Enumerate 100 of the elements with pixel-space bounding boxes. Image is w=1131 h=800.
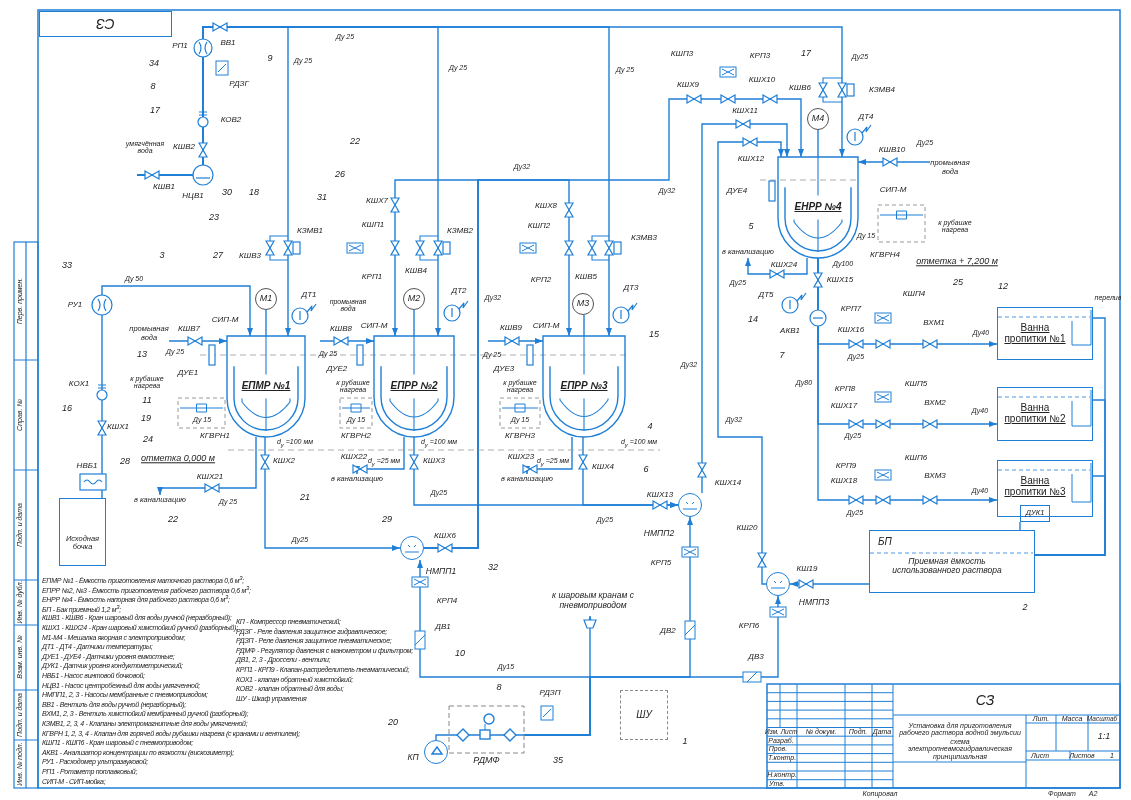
callout-number: 6 [643,465,649,475]
equipment-tag: КШВ5 [575,272,597,282]
pipe-line [1019,521,1021,531]
pipe-line [487,338,544,344]
pipe-line [101,285,253,499]
callout-number: 20 [388,718,398,728]
bath-name: Ванна пропитки №2 [1003,402,1067,424]
callout-number: 12 [998,282,1008,292]
equipment-tag: ДУЕ3 [493,364,515,374]
callout-number: 32 [488,563,498,573]
callout-number: 3 [159,251,165,261]
equipment-tag: КРП3 [749,51,771,61]
callout-number: 34 [149,59,159,69]
equipment-tag: СИП-М [211,315,239,325]
equipment-tag: ДТ3 [623,283,639,293]
equipment-tag: КРП8 [834,384,856,394]
pipe-line [264,436,401,551]
equipment-tag: КРП5 [650,558,672,568]
callout-number: 19 [141,414,151,424]
equipment-tag: СИП-М [532,321,560,331]
pipe-line [717,141,784,585]
tank-name: ЕНРР №4 [793,200,843,212]
equipment-tag: КШХ12 [737,154,765,164]
equipment-tag: СИП-М [879,185,907,195]
equipment-tag: КОВ2 [220,115,242,125]
callout-number: 22 [350,137,360,147]
pipe-line [817,257,998,503]
tank [778,157,858,258]
equipment-tag: КГВРН3 [505,431,535,441]
callout-number: 15 [649,330,659,340]
pipe-line [319,338,375,344]
motor-code: М1 [258,294,274,304]
motor-code: М3 [575,299,591,309]
equipment-tag: КШХ15 [826,275,854,285]
equipment-tag: ДУЕ2 [326,364,348,374]
equipment-tag: КШП6 [904,453,928,463]
equipment-tag: РУ1 [67,300,83,310]
cabinet-code: ШУ [635,709,654,720]
equipment-tag: КШП4 [902,289,926,299]
equipment-tag: ДВ3 [748,652,764,662]
tank-name: ЕПМР №1 [240,379,292,391]
equipment-tag: КШВ4 [405,266,427,276]
equipment-tag: КШХ14 [714,478,742,488]
bath-name: Ванна пропитки №3 [1003,475,1067,497]
callout-number: 8 [496,683,502,693]
equipment-tag: КРП9 [835,461,857,471]
equipment-tag: КШХ10 [748,75,776,85]
callout-number: 33 [62,261,72,271]
title-block-text: СЗ [975,692,995,708]
pipe-line [524,436,573,475]
equipment-tag: КШХ4 [592,462,614,472]
equipment-tag: ВХМ3 [924,471,946,481]
pipe-line [582,436,679,508]
callout-number: 8 [150,82,156,92]
pipe-line [857,159,931,165]
callout-number: 35 [553,756,563,766]
equipment-tag: ВВ1 [220,38,236,48]
equipment-tag: ДУЕ1 [177,368,199,378]
pipe-line [157,436,257,496]
bath-tank [997,460,1093,517]
pipe-line [523,595,781,736]
bath-tank [997,387,1093,441]
callout-number: 2 [1022,603,1028,613]
pipe-line [168,338,228,344]
callout-number: 9 [267,54,273,64]
equipment-tag: КШХ23 [507,452,535,462]
callout-number: 17 [150,106,160,116]
regulator-code: РДМФ [472,756,501,766]
equipment-tag: ДТ4 [858,112,874,122]
equipment-tag: РДЗГ [229,79,249,89]
equipment-tag: КОХ1 [68,379,90,389]
equipment-tag: РДЗП [539,688,561,698]
tank-name: ЕПРР №3 [559,379,609,391]
equipment-tag: КРП4 [436,596,458,606]
equipment-tag: ДУЕ4 [726,186,748,196]
equipment-tag: РП1 [172,41,188,51]
pipe-line [1034,475,1106,556]
callout-number: 31 [317,193,327,203]
control-cabinet [620,690,668,740]
equipment-tag: КШХ13 [646,490,674,500]
tank-name: ЕПРР №2 [389,379,439,391]
equipment-tag: КРП6 [738,621,760,631]
motor-code: М2 [406,294,422,304]
equipment-tag: КШП2 [527,221,551,231]
equipment-tag: КШХ2 [273,456,295,466]
equipment-tag: КШВ7 [178,324,200,334]
pipe-line [817,129,819,158]
callout-number: 14 [748,315,758,325]
equipment-tag: КРП2 [530,275,552,285]
pipe-line [413,309,415,337]
callout-number: 4 [647,422,653,432]
level-sensor-box [1020,505,1050,522]
equipment-tag: НЦВ1 [182,191,204,201]
callout-number: 16 [62,404,72,414]
equipment-tag: КШХ7 [366,196,388,206]
equipment-tag: КШХ8 [535,201,557,211]
equipment-tag: КЗМВ4 [868,85,896,95]
callout-number: 27 [213,251,223,261]
equipment-tag: ВХМ1 [923,318,945,328]
pipe-line [745,257,808,275]
